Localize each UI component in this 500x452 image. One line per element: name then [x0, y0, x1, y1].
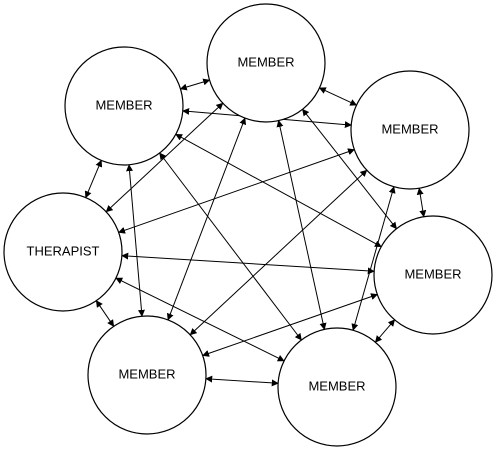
bidirectional-arrow-n-upper-left-n-lower-right — [159, 152, 302, 341]
node-label: MEMBER — [118, 366, 175, 381]
node-member-lower-left: MEMBER — [87, 315, 207, 435]
node-circle — [350, 70, 470, 190]
node-label: THERAPIST — [27, 243, 100, 258]
node-therapist: THERAPIST — [3, 192, 123, 312]
node-member-top: MEMBER — [206, 3, 326, 123]
bidirectional-arrow-n-top-n-lower-right — [276, 119, 327, 331]
bidirectional-arrow-n-upper-left-n-therapist — [84, 159, 103, 199]
node-circle — [373, 215, 493, 335]
bidirectional-arrow-n-therapist-n-upper-right — [118, 148, 355, 234]
bidirectional-arrow-n-lower-left-n-lower-right — [205, 375, 279, 387]
node-member-upper-right: MEMBER — [350, 70, 470, 190]
node-member-lower-right: MEMBER — [277, 327, 397, 447]
bidirectional-arrow-n-upper-left-n-top — [179, 78, 211, 91]
bidirectional-arrow-n-upper-right-n-right — [416, 187, 427, 218]
edges — [84, 78, 427, 387]
node-label: MEMBER — [308, 378, 365, 393]
node-circle — [64, 46, 184, 166]
bidirectional-arrow-n-top-n-upper-right — [318, 87, 358, 106]
node-member-upper-left: MEMBER — [64, 46, 184, 166]
node-circle — [3, 192, 123, 312]
bidirectional-arrow-n-right-n-lower-right — [374, 319, 396, 343]
node-member-right: MEMBER — [373, 215, 493, 335]
node-circle — [87, 315, 207, 435]
node-label: MEMBER — [381, 121, 438, 136]
bidirectional-arrow-n-therapist-n-lower-left — [95, 300, 115, 327]
bidirectional-arrow-n-top-n-lower-left — [166, 117, 247, 321]
node-label: MEMBER — [404, 266, 461, 281]
node-circle — [277, 327, 397, 447]
nodes: MEMBER MEMBER MEMBER THERAPIST MEMBER ME… — [3, 3, 493, 447]
node-label: MEMBER — [95, 97, 152, 112]
bidirectional-arrow-n-upper-left-n-lower-left — [126, 164, 145, 317]
bidirectional-arrow-n-right-n-lower-left — [202, 293, 378, 357]
node-circle — [206, 3, 326, 123]
node-label: MEMBER — [237, 54, 294, 69]
